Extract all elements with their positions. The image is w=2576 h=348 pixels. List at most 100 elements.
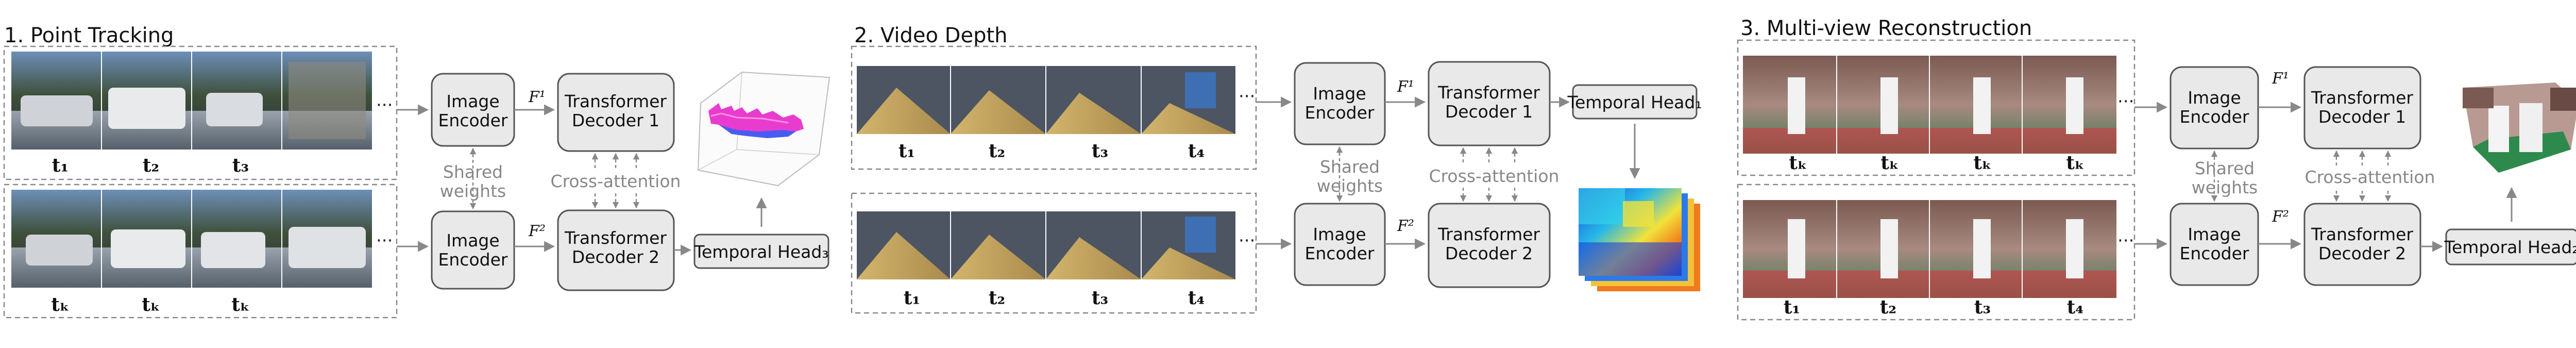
decoder-label: Decoder 1 [2318, 107, 2406, 127]
time-label: tₖ [1880, 152, 1899, 174]
time-label: t₃ [1092, 287, 1108, 309]
encoder-label: Encoder [438, 250, 508, 270]
time-label: t₄ [1188, 287, 1205, 309]
decoder-label: Decoder 1 [1445, 102, 1533, 122]
feature-label: F¹ [1397, 78, 1414, 96]
frame-strip-bottom [11, 190, 372, 288]
encoder-label: Image [2188, 224, 2241, 244]
transformer-decoder-1 [1428, 61, 1551, 146]
ellipsis: ··· [2117, 230, 2134, 251]
trajectory-3d-plot [697, 71, 831, 187]
encoder-label: Encoder [1305, 243, 1375, 263]
ellipsis: ··· [1239, 86, 1255, 107]
decoder-label: Decoder 2 [1445, 243, 1533, 263]
time-label: t₁ [904, 287, 920, 309]
frames-group-top [851, 45, 1257, 170]
decoder-label: Transformer [2311, 224, 2413, 244]
feature-label: F¹ [2272, 70, 2289, 88]
transformer-decoder-1 [557, 73, 675, 152]
time-label: tₖ [1789, 152, 1807, 174]
depth-maps [1579, 188, 1700, 291]
section-title: 3. Multi-view Reconstruction [1740, 16, 2032, 40]
time-label: t₄ [1188, 140, 1205, 162]
section-multiview-reconstruction: 3. Multi-view Reconstruction ··· tₖ tₖ t… [1737, 16, 2576, 321]
time-label: tₖ [51, 294, 69, 316]
encoder-label: Image [1313, 84, 1366, 104]
encoder-label: Encoder [438, 110, 508, 130]
encoder-label: Encoder [2180, 243, 2249, 263]
transformer-decoder-2 [2303, 203, 2421, 286]
section-video-depth: 2. Video Depth ··· t₁ t₂ t₃ t₄ [851, 24, 1702, 314]
ellipsis: ··· [376, 95, 393, 115]
section-title: 2. Video Depth [854, 24, 1008, 47]
transformer-decoder-1 [2303, 66, 2421, 150]
time-label: t₂ [1880, 296, 1896, 318]
encoder-label: Encoder [1305, 103, 1375, 123]
shared-weights-label: weights [2192, 177, 2258, 197]
temporal-head [2445, 228, 2576, 266]
image-encoder-bottom [431, 210, 515, 290]
time-label: t₃ [1974, 296, 1991, 318]
decoder-label: Transformer [1437, 224, 1540, 244]
head-label: Temporal Head₁ [1567, 92, 1702, 112]
temporal-head [1572, 84, 1698, 120]
frame-strip-top [857, 66, 1235, 134]
time-label: t₃ [232, 155, 249, 176]
ellipsis: ··· [1239, 230, 1255, 251]
time-label: t₁ [899, 140, 915, 162]
section-title: 1. Point Tracking [4, 24, 174, 47]
frame-strip-bottom [857, 211, 1235, 279]
time-label: tₖ [231, 294, 249, 316]
image-encoder-top [1294, 62, 1386, 145]
decoder-label: Transformer [1437, 82, 1540, 103]
time-label: tₖ [2066, 152, 2084, 174]
time-label: tₖ [142, 294, 160, 316]
time-label: t₁ [52, 155, 69, 176]
ellipsis: ··· [376, 230, 393, 251]
temporal-head [693, 234, 829, 269]
time-label: t₃ [1092, 140, 1108, 162]
time-label: t₂ [989, 287, 1005, 309]
time-label: t₂ [143, 155, 159, 176]
cross-attention-label: Cross-attention [551, 171, 681, 191]
shared-weights-label: Shared [1320, 157, 1380, 177]
shared-weights-label: Shared [443, 162, 503, 182]
frames-group-top [3, 45, 398, 180]
shared-weights-label: weights [440, 181, 506, 201]
reconstruction-pointcloud [2463, 82, 2576, 173]
encoder-label: Image [2188, 88, 2241, 108]
cross-attention-label: Cross-attention [1429, 166, 1560, 186]
feature-label: F² [1397, 217, 1414, 235]
head-label: Temporal Head₂ [2444, 237, 2576, 257]
transformer-decoder-2 [1428, 203, 1551, 288]
frames-group-bottom [1737, 184, 2136, 321]
time-label: tₖ [1973, 152, 1991, 174]
decoder-label: Transformer [2311, 88, 2413, 108]
decoder-label: Decoder 1 [572, 110, 659, 130]
time-label: t₁ [1784, 296, 1800, 318]
decoder-label: Transformer [564, 91, 667, 111]
decoder-label: Decoder 2 [2318, 243, 2406, 263]
decoder-label: Decoder 2 [572, 247, 659, 267]
feature-label: F¹ [528, 88, 546, 106]
encoder-label: Image [1313, 224, 1366, 244]
section-point-tracking: 1. Point Tracking ··· t₁ t₂ t₃ [3, 24, 831, 319]
frame-strip-top [1743, 56, 2116, 154]
head-label: Temporal Head₃ [693, 242, 828, 262]
feature-label: F² [528, 222, 546, 240]
frames-group-bottom [851, 192, 1257, 314]
cross-attention-label: Cross-attention [2305, 167, 2435, 187]
frames-group-bottom [3, 184, 398, 319]
feature-label: F² [2272, 208, 2289, 226]
shared-weights-label: weights [1317, 176, 1383, 196]
time-label: t₂ [989, 140, 1005, 162]
encoder-label: Image [446, 230, 499, 251]
encoder-label: Encoder [2180, 107, 2249, 127]
ellipsis: ··· [2117, 91, 2134, 112]
time-label: t₄ [2067, 296, 2083, 318]
frame-strip-top [11, 52, 372, 150]
encoder-label: Image [446, 91, 499, 111]
frame-strip-bottom [1743, 200, 2116, 298]
shared-weights-label: Shared [2195, 158, 2255, 178]
